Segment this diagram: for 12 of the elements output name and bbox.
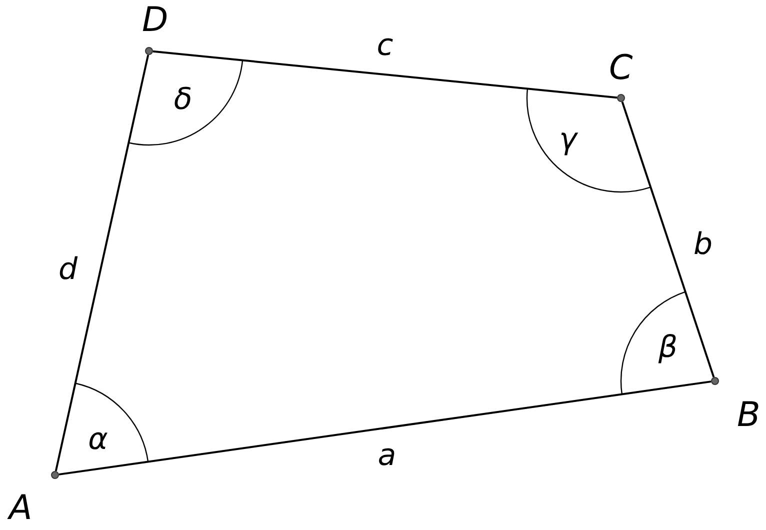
angle-label: γ [559, 124, 577, 156]
quadrilateral-side [152, 50, 618, 99]
angle-label: α [88, 424, 108, 456]
vertex-label: B [737, 397, 760, 433]
quadrilateral-side [54, 54, 150, 472]
vertex-label: D [142, 2, 168, 38]
quadrilateral-side [58, 380, 712, 476]
vertex-label: A [9, 490, 32, 526]
quadrilateral-side [621, 101, 715, 378]
angle-label: δ [174, 84, 192, 116]
angle-label: β [658, 332, 678, 364]
vertex-label: C [609, 50, 633, 86]
